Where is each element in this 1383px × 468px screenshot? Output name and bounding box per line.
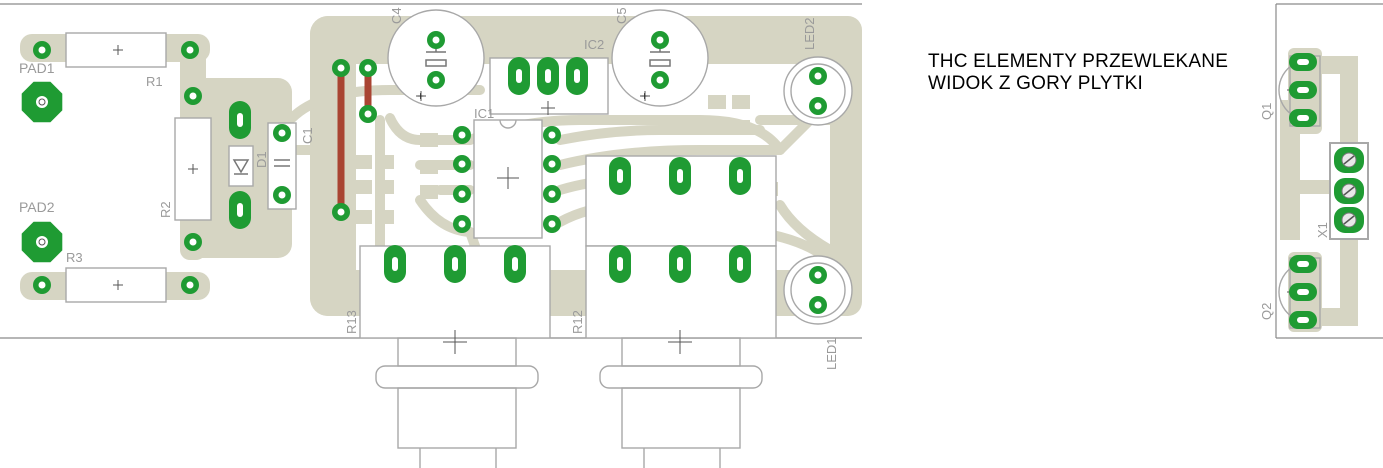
label-pad2: PAD2 (19, 199, 55, 215)
component-labels: PAD1 PAD2 R1 R3 R2 D1 C1 C4 C5 IC2 IC1 L… (19, 7, 1330, 370)
label-led2: LED2 (802, 17, 817, 50)
label-r3: R3 (66, 250, 83, 265)
label-led1: LED1 (824, 337, 839, 370)
label-q1: Q1 (1259, 103, 1274, 120)
svg-text:+: + (641, 89, 648, 103)
label-r13: R13 (344, 310, 359, 334)
label-x1: X1 (1315, 222, 1330, 238)
label-c1: C1 (300, 127, 315, 144)
label-pad1: PAD1 (19, 60, 55, 76)
pads-layer: ++ (21, 31, 1364, 329)
label-d1: D1 (254, 151, 269, 168)
title-line-1: THC ELEMENTY PRZEWLEKANE (928, 51, 1229, 72)
page-title: THC ELEMENTY PRZEWLEKANE WIDOK Z GORY PL… (928, 51, 1228, 95)
label-ic2: IC2 (584, 37, 604, 52)
label-r1: R1 (146, 74, 163, 89)
label-r12: R12 (570, 310, 585, 334)
label-ic1: IC1 (474, 106, 494, 121)
title-line-2: WIDOK Z GORY PLYTKI (928, 73, 1143, 94)
label-c4: C4 (389, 7, 404, 24)
label-q2: Q2 (1259, 303, 1274, 320)
label-c5: C5 (614, 7, 629, 24)
label-r2: R2 (158, 201, 173, 218)
svg-text:+: + (417, 89, 424, 103)
